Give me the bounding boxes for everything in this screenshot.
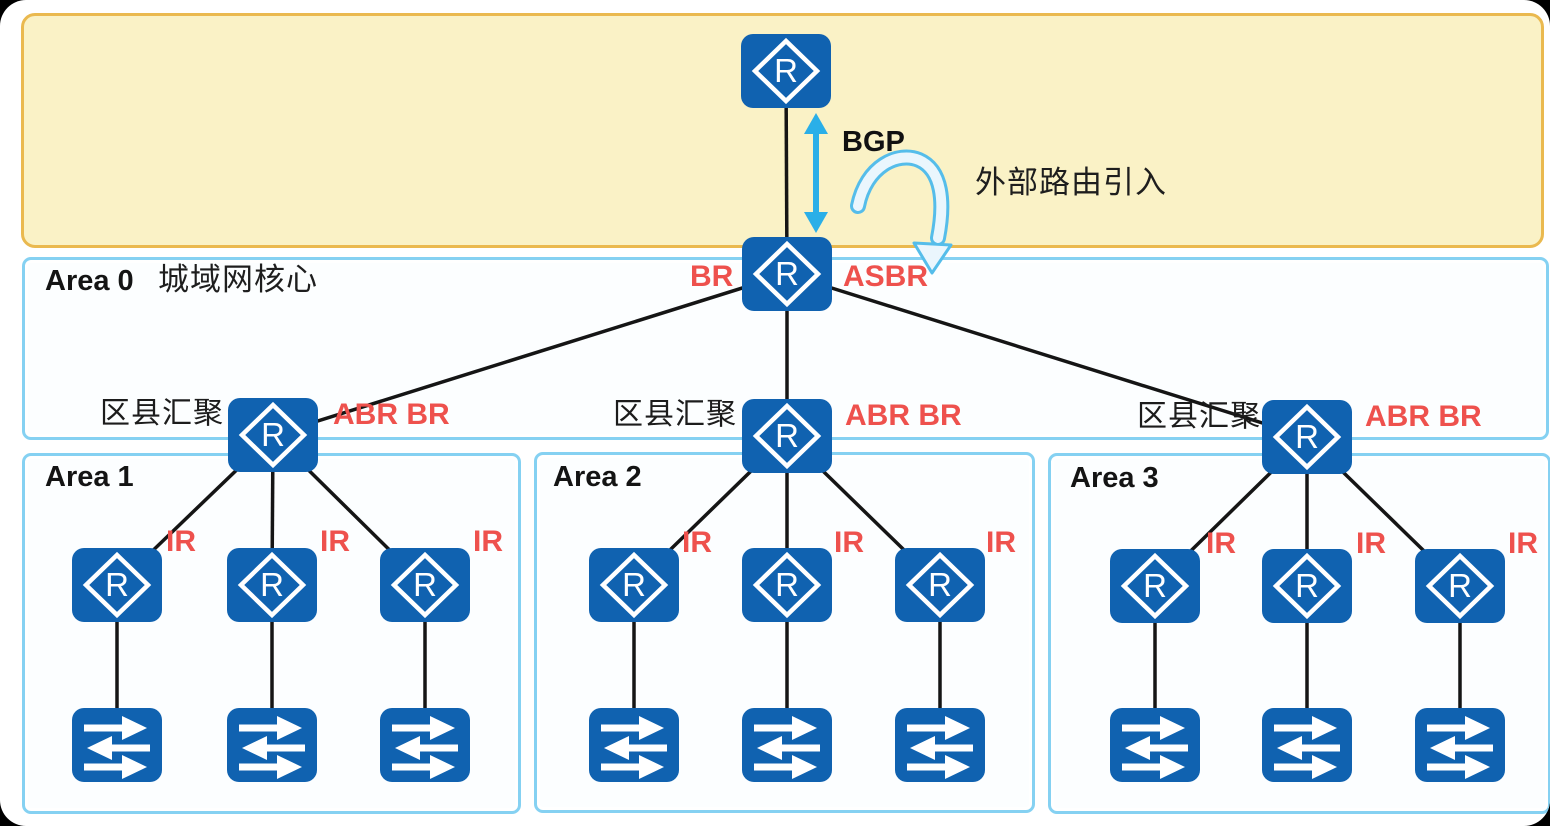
area-0-label: Area 0: [45, 265, 134, 297]
svg-text:R: R: [775, 566, 799, 603]
router-role-label: ASBR: [843, 260, 929, 293]
router-role-label: IR: [682, 526, 712, 559]
router-ir2b: R: [742, 548, 832, 622]
switch-icon: [589, 708, 679, 782]
svg-text:R: R: [105, 566, 129, 603]
router-role-label: BR: [690, 260, 734, 293]
switch-icon: [1262, 708, 1352, 782]
switch-icon: [227, 708, 317, 782]
router-role-label: IR: [166, 525, 196, 558]
switch-icon: [895, 708, 985, 782]
switch-icon: [380, 708, 470, 782]
router-role-label: ABR BR: [1365, 400, 1482, 433]
switch-icon: [1110, 708, 1200, 782]
router-icon: R: [742, 399, 832, 473]
area-1-label: Area 1: [45, 461, 134, 493]
router-role-label: IR: [1206, 527, 1236, 560]
svg-text:R: R: [260, 566, 284, 603]
router-role-label: IR: [1508, 527, 1538, 560]
router-role-label: IR: [1356, 527, 1386, 560]
router-abr2: R: [742, 399, 832, 473]
area-0-sublabel: 城域网核心: [158, 262, 318, 297]
svg-text:R: R: [261, 416, 285, 453]
router-icon: R: [1262, 400, 1352, 474]
router-asbr: R: [742, 237, 832, 311]
svg-text:R: R: [413, 566, 437, 603]
router-ir3c: R: [1415, 549, 1505, 623]
router-role-label: ABR BR: [845, 399, 962, 432]
router-icon: R: [228, 398, 318, 472]
svg-text:R: R: [928, 566, 952, 603]
switch-sw2c: [895, 708, 985, 782]
switch-icon: [72, 708, 162, 782]
router-icon: R: [895, 548, 985, 622]
switch-icon: [1415, 708, 1505, 782]
switch-sw1b: [227, 708, 317, 782]
switch-sw3b: [1262, 708, 1352, 782]
switch-icon: [742, 708, 832, 782]
svg-text:R: R: [775, 417, 799, 454]
svg-text:R: R: [622, 566, 646, 603]
svg-text:R: R: [1143, 567, 1167, 604]
router-ir2a: R: [589, 548, 679, 622]
router-ir3a: R: [1110, 549, 1200, 623]
router-icon: R: [72, 548, 162, 622]
router-abr1: R: [228, 398, 318, 472]
svg-text:R: R: [774, 52, 798, 89]
district-aggregation-label: 区县汇聚: [1137, 400, 1261, 433]
svg-text:R: R: [1295, 418, 1319, 455]
router-icon: R: [1110, 549, 1200, 623]
router-icon: R: [227, 548, 317, 622]
area-2-label: Area 2: [553, 461, 642, 493]
svg-text:R: R: [1448, 567, 1472, 604]
switch-sw3c: [1415, 708, 1505, 782]
switch-sw1a: [72, 708, 162, 782]
router-ir2c: R: [895, 548, 985, 622]
district-aggregation-label: 区县汇聚: [613, 398, 737, 431]
router-role-label: IR: [834, 526, 864, 559]
router-role-label: IR: [320, 525, 350, 558]
area-3-label: Area 3: [1070, 462, 1159, 494]
router-icon: R: [589, 548, 679, 622]
router-role-label: IR: [473, 525, 503, 558]
switch-sw3a: [1110, 708, 1200, 782]
svg-text:R: R: [1295, 567, 1319, 604]
router-ir3b: R: [1262, 549, 1352, 623]
svg-text:R: R: [775, 255, 799, 292]
router-icon: R: [1262, 549, 1352, 623]
router-icon: R: [1415, 549, 1505, 623]
router-abr3: R: [1262, 400, 1352, 474]
external-route-import-label: 外部路由引入: [975, 165, 1167, 200]
router-ext: R: [741, 34, 831, 108]
bgp-label: BGP: [842, 126, 905, 158]
switch-sw2b: [742, 708, 832, 782]
router-ir1b: R: [227, 548, 317, 622]
router-role-label: ABR BR: [333, 398, 450, 431]
router-icon: R: [742, 237, 832, 311]
router-role-label: IR: [986, 526, 1016, 559]
router-ir1a: R: [72, 548, 162, 622]
switch-sw2a: [589, 708, 679, 782]
router-icon: R: [742, 548, 832, 622]
district-aggregation-label: 区县汇聚: [100, 397, 224, 430]
switch-sw1c: [380, 708, 470, 782]
router-ir1c: R: [380, 548, 470, 622]
router-icon: R: [741, 34, 831, 108]
router-icon: R: [380, 548, 470, 622]
